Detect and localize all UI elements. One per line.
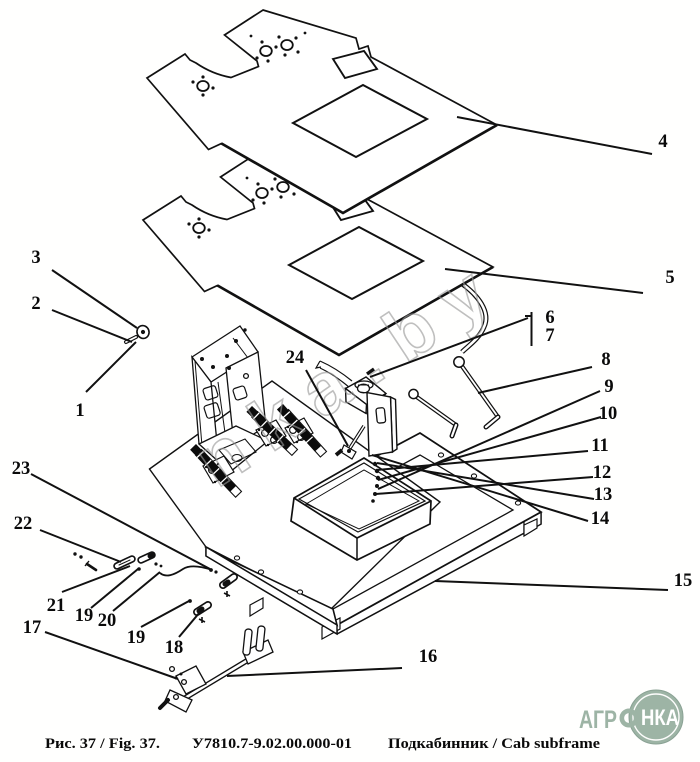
svg-text:22: 22 bbox=[14, 514, 33, 534]
svg-text:5: 5 bbox=[665, 268, 674, 288]
svg-text:3: 3 bbox=[31, 248, 40, 268]
svg-text:23: 23 bbox=[12, 459, 31, 479]
svg-text:10: 10 bbox=[599, 404, 618, 424]
svg-text:18: 18 bbox=[165, 638, 184, 658]
svg-text:Подкабинник / Cab subframe: Подкабинник / Cab subframe bbox=[388, 736, 600, 752]
svg-text:15: 15 bbox=[674, 571, 693, 591]
svg-text:17: 17 bbox=[23, 618, 42, 638]
svg-text:6: 6 bbox=[545, 308, 554, 328]
svg-text:У7810.7-9.02.00.000-01: У7810.7-9.02.00.000-01 bbox=[192, 736, 352, 752]
svg-text:20: 20 bbox=[98, 611, 117, 631]
svg-text:1: 1 bbox=[75, 401, 84, 421]
svg-text:11: 11 bbox=[591, 436, 608, 456]
svg-text:4: 4 bbox=[658, 132, 667, 152]
svg-text:12: 12 bbox=[593, 463, 612, 483]
svg-text:13: 13 bbox=[594, 485, 613, 505]
svg-text:АГР: АГР bbox=[579, 706, 617, 734]
svg-text:2: 2 bbox=[31, 294, 40, 314]
svg-text:НКА: НКА bbox=[641, 705, 679, 730]
svg-text:7: 7 bbox=[545, 326, 554, 346]
svg-text:14: 14 bbox=[591, 509, 610, 529]
svg-text:24: 24 bbox=[286, 348, 305, 368]
svg-text:16: 16 bbox=[419, 647, 438, 667]
svg-text:9: 9 bbox=[604, 377, 613, 397]
svg-text:8: 8 bbox=[601, 350, 610, 370]
svg-text:19: 19 bbox=[75, 606, 94, 626]
svg-text:19: 19 bbox=[127, 628, 146, 648]
svg-text:Рис. 37 / Fig. 37.: Рис. 37 / Fig. 37. bbox=[45, 736, 160, 752]
svg-text:21: 21 bbox=[47, 596, 66, 616]
